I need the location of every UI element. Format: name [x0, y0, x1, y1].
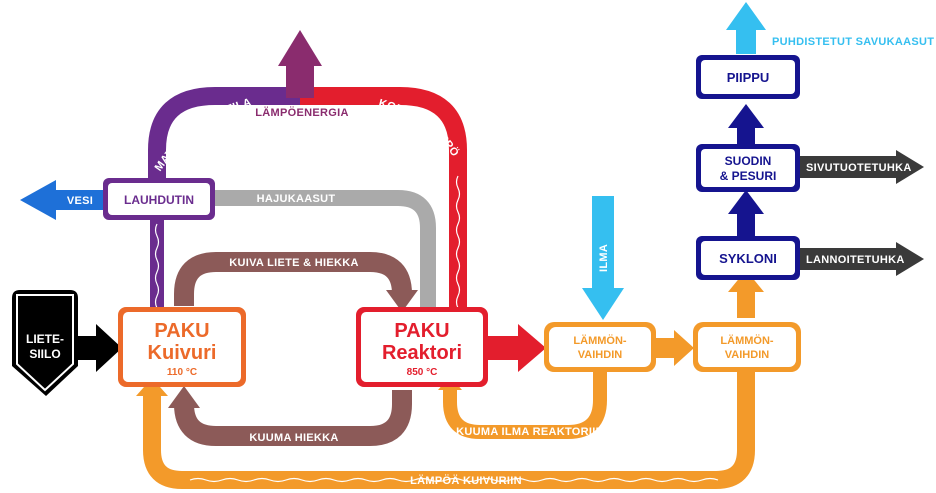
- arrow-head-reaktori-to-vaihdin: [518, 324, 546, 372]
- flow-kuiva-liete-hiekka: [174, 252, 412, 306]
- flow-lampoenergia-stem: [286, 62, 314, 98]
- label-vesi: VESI: [67, 195, 93, 207]
- flow-kuuma-hiekka: [174, 390, 412, 446]
- node-sykloni-inner: [701, 241, 795, 275]
- node-lietesiilo: [12, 290, 78, 396]
- arrow-head-kuuma-hiekka: [168, 386, 200, 408]
- lauhdutin-label: LAUHDUTIN: [124, 193, 194, 207]
- lammonvaihdin-2-line2: VAIHDIN: [725, 349, 769, 361]
- arrow-head-vesi: [20, 180, 56, 220]
- lietesiilo-line1: LIETE-: [26, 332, 64, 346]
- label-ilma: ILMA: [598, 244, 610, 272]
- flow-kuuma-ilma-reaktoriin: [443, 368, 607, 439]
- flow-sivutuotetuhka: [800, 156, 898, 178]
- kuivuri-line2: Kuivuri: [148, 342, 217, 364]
- label-sivutuotetuhka: SIVUTUOTETUHKA: [806, 162, 912, 174]
- lietesiilo-line2: SIILO: [29, 347, 60, 361]
- flow-sykloni-to-suodin: [737, 210, 755, 236]
- node-reaktori-inner: [361, 312, 483, 382]
- label-kuiva-liete-hiekka: KUIVA LIETE & HIEKKA: [229, 257, 358, 269]
- flow-kuivuri-to-lauhdutin: [150, 218, 164, 310]
- arrow-head-to-sykloni: [728, 270, 764, 292]
- suodin-line1: SUODIN: [725, 154, 772, 168]
- suodin-line2: & PESURI: [720, 169, 777, 183]
- flow-korkea-lampotila: [300, 87, 467, 312]
- flow-suodin-to-piippu: [737, 124, 755, 146]
- flow-hajukaasut: [214, 190, 436, 310]
- flow-reaktori-to-vaihdin: [488, 336, 522, 360]
- kuivuri-line1: PAKU: [154, 320, 209, 342]
- sykloni-label: SYKLONI: [719, 251, 777, 266]
- arrow-head-puhdistetut: [726, 2, 766, 30]
- label-lannoitetuhka: LANNOITETUHKA: [806, 254, 905, 266]
- node-lauhdutin-inner: [108, 183, 210, 215]
- label-kuuma-ilma-reaktoriin: KUUMA ILMA REAKTORIIN: [456, 426, 604, 438]
- lammonvaihdin-1-line1: LÄMMÖN-: [573, 334, 626, 347]
- arrow-head-sykloni-to-suodin: [728, 190, 764, 214]
- label-hajukaasut: HAJUKAASUT: [257, 193, 336, 205]
- node-suodin-pesuri-inner: [701, 149, 795, 187]
- flow-lannoitetuhka: [800, 248, 898, 270]
- node-lammonvaihdin-1-inner: [549, 327, 651, 367]
- flow-siilo-to-kuivuri: [78, 336, 100, 360]
- wave-kuivuri-to-lauhdutin: [154, 223, 160, 309]
- arrow-head-lampoenergia: [278, 30, 322, 66]
- label-kuuma-hiekka: KUUMA HIEKKA: [249, 432, 338, 444]
- arrow-head-siilo-to-kuivuri: [96, 324, 122, 372]
- label-lampoa-kuivuriin: LÄMPÖÄ KUIVURIIN: [410, 474, 522, 487]
- arrow-head-lannoitetuhka: [896, 242, 924, 276]
- lammonvaihdin-1-line2: VAIHDIN: [578, 349, 622, 361]
- arrow-head-suodin-to-piippu: [728, 104, 764, 128]
- node-kuivuri-inner: [123, 312, 241, 382]
- flow-lampoa-kuivuriin-wave: [189, 477, 719, 483]
- node-lammonvaihdin-2-inner: [698, 327, 796, 367]
- reaktori-line2: Reaktori: [382, 342, 462, 364]
- label-lampoenergia: LÄMPÖENERGIA: [255, 106, 348, 119]
- arrow-head-vaihdin1-to-vaihdin2: [674, 330, 694, 366]
- flow-lampoa-kuivuriin: [143, 368, 755, 489]
- flow-puhdistetut: [736, 26, 756, 54]
- flow-matala-lampotila: [148, 87, 300, 178]
- label-puhdistetut: PUHDISTETUT SAVUKAASUT: [772, 36, 934, 48]
- arrow-head-kuiva-liete-hiekka: [386, 290, 418, 312]
- flow-vaihdin1-to-vaihdin2: [654, 338, 676, 358]
- lammonvaihdin-2-line1: LÄMMÖN-: [720, 334, 773, 347]
- flow-vesi: [54, 190, 106, 210]
- flow-ilma: [592, 196, 614, 290]
- kuivuri-temp: 110 °C: [167, 367, 197, 378]
- flow-vaihdin2-to-sykloni: [737, 290, 755, 318]
- node-lietesiilo-inner: [16, 294, 74, 392]
- label-korkea-lampotila: KORKEA LÄMPÖTILA: [0, 0, 462, 159]
- reaktori-temp: 850 °C: [407, 367, 438, 378]
- reaktori-line1: PAKU: [394, 320, 449, 342]
- arrow-head-ilma: [582, 288, 624, 320]
- piippu-label: PIIPPU: [727, 70, 770, 85]
- arrow-head-sivutuotetuhka: [896, 150, 924, 184]
- node-piippu-inner: [701, 60, 795, 94]
- wave-korkea-lampotila: [455, 175, 461, 309]
